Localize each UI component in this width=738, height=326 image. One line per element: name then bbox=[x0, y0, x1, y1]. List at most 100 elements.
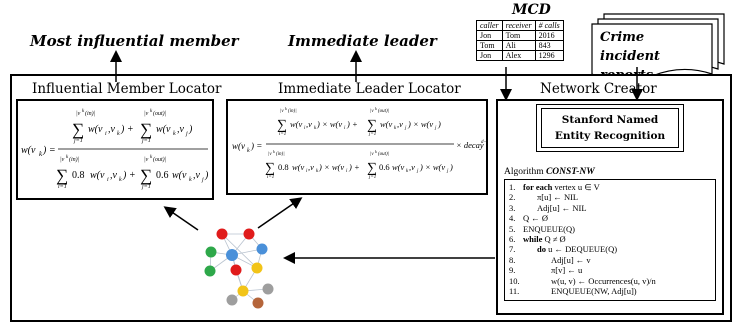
svg-text:k: k bbox=[117, 131, 120, 137]
algorithm-line-number: 7. bbox=[509, 244, 516, 255]
algorithm-line: 1. for each vertex u ∈ V bbox=[509, 182, 711, 192]
graph-node-gray bbox=[262, 283, 274, 295]
svg-text:i: i bbox=[107, 177, 109, 183]
svg-text:w(v: w(v bbox=[172, 170, 187, 181]
svg-text:,v: ,v bbox=[193, 170, 201, 181]
leader-locator-title: Immediate Leader Locator bbox=[278, 81, 461, 97]
svg-text:w(v: w(v bbox=[90, 170, 105, 181]
graph-node-blue bbox=[256, 243, 268, 255]
svg-text:(in)|: (in)| bbox=[276, 152, 285, 157]
svg-text:k: k bbox=[375, 149, 377, 154]
algorithm-title-prefix: Algorithm bbox=[504, 167, 546, 177]
svg-text:) × w(v: ) × w(v bbox=[318, 162, 344, 172]
algorithm-line-text: for each vertex u ∈ V bbox=[523, 182, 600, 192]
algorithm-title: Algorithm CONST-NW bbox=[504, 167, 595, 177]
algorithm-line: 7.do u ← DEQUEUE(Q) bbox=[509, 244, 711, 254]
svg-text:) +: ) + bbox=[122, 170, 136, 181]
svg-text:|v: |v bbox=[76, 111, 81, 117]
influential-locator-title: Influential Member Locator bbox=[32, 81, 222, 97]
algorithm-line-number: 3. bbox=[509, 202, 516, 213]
svg-text:) × w(v: ) × w(v bbox=[419, 162, 445, 172]
document-stack-icon bbox=[591, 13, 725, 80]
svg-text:k: k bbox=[173, 131, 176, 137]
algorithm-line-text: Adj[u] ← NIL bbox=[537, 202, 587, 213]
svg-text:): ) bbox=[204, 170, 209, 181]
svg-text:∑: ∑ bbox=[367, 118, 377, 133]
svg-text:j: j bbox=[185, 131, 188, 137]
svg-text:k: k bbox=[394, 126, 397, 131]
crime-reports-label: Crime incident reports bbox=[600, 30, 661, 83]
svg-text:∑: ∑ bbox=[140, 166, 152, 185]
graph-node-red bbox=[216, 228, 228, 240]
svg-text:): ) bbox=[437, 119, 441, 129]
mcd-table: caller receiver # calls Jon Tom 2016 Tom… bbox=[476, 20, 564, 61]
svg-text:∑: ∑ bbox=[72, 120, 84, 139]
graph-node-red bbox=[243, 228, 255, 240]
svg-text:(in)|: (in)| bbox=[288, 109, 297, 114]
svg-text:∑: ∑ bbox=[140, 120, 152, 139]
svg-text:w(v: w(v bbox=[392, 162, 405, 172]
svg-text:j: j bbox=[446, 169, 449, 174]
graph-node-yellow bbox=[237, 285, 249, 297]
svg-text:,v: ,v bbox=[397, 119, 403, 129]
algorithm-line-text: ENQUEUE(Q) bbox=[523, 223, 575, 234]
svg-text:i: i bbox=[344, 126, 346, 131]
graph-node-red bbox=[230, 264, 242, 276]
svg-text:∑: ∑ bbox=[277, 118, 287, 133]
algorithm-line-number: 1. bbox=[509, 182, 516, 192]
svg-text:k: k bbox=[285, 106, 287, 111]
algorithm-line-number: 10. bbox=[509, 275, 520, 286]
svg-text:,v: ,v bbox=[306, 119, 312, 129]
svg-text:k: k bbox=[150, 109, 153, 114]
algorithm-line-text: while Q ≠ Ø bbox=[523, 234, 566, 245]
algorithm-line: 4.Q ← Ø bbox=[509, 213, 711, 223]
svg-text:|v: |v bbox=[370, 109, 374, 114]
ner-box-inner bbox=[541, 108, 679, 148]
svg-text:0.6: 0.6 bbox=[156, 170, 169, 181]
algorithm-line: 11.ENQUEUE(NW, Adj[u]) bbox=[509, 286, 711, 296]
algorithm-line: 5. ENQUEUE(Q) bbox=[509, 224, 711, 234]
algorithm-line-number: 5. bbox=[509, 223, 516, 234]
algorithm-line-text: Adj[u] ← v bbox=[551, 254, 591, 265]
svg-text:j: j bbox=[434, 126, 437, 131]
graph-node-brown bbox=[252, 297, 264, 309]
svg-text:k: k bbox=[247, 148, 250, 154]
svg-text:,v: ,v bbox=[308, 162, 314, 172]
svg-text:i: i bbox=[105, 131, 107, 137]
svg-text:i: i bbox=[306, 169, 308, 174]
svg-text:j=1: j=1 bbox=[141, 184, 151, 190]
svg-text:w(v: w(v bbox=[88, 124, 103, 135]
svg-text:(out)|: (out)| bbox=[378, 109, 389, 114]
svg-text:,v: ,v bbox=[108, 124, 116, 135]
svg-text:i: i bbox=[304, 126, 306, 131]
svg-text:i: i bbox=[346, 169, 348, 174]
svg-text:(out)|: (out)| bbox=[378, 152, 389, 157]
graph-node-gray bbox=[226, 294, 238, 306]
graph-node-green bbox=[205, 246, 217, 258]
algorithm-line-number: 4. bbox=[509, 213, 516, 224]
graph-node-center bbox=[226, 249, 238, 261]
svg-text:,v: ,v bbox=[110, 170, 118, 181]
svg-text:k: k bbox=[39, 150, 43, 158]
svg-text:k: k bbox=[150, 155, 153, 160]
svg-text:,v: ,v bbox=[409, 162, 415, 172]
svg-text:k: k bbox=[273, 149, 275, 154]
ner-label: Stanford Named Entity Recognition bbox=[554, 114, 666, 142]
svg-text:j=1: j=1 bbox=[368, 175, 376, 180]
svg-text:w(v: w(v bbox=[232, 141, 245, 151]
svg-text:k: k bbox=[66, 155, 69, 160]
svg-text:k: k bbox=[82, 109, 85, 114]
algorithm-line-text: w(u, v) ← Occurrences(u, v)/n bbox=[551, 275, 656, 286]
svg-text:) =: ) = bbox=[250, 141, 262, 151]
algorithm-line: 8.Adj[u] ← v bbox=[509, 255, 711, 265]
svg-text:w(v: w(v bbox=[290, 119, 303, 129]
svg-text:) × w(v: ) × w(v bbox=[316, 119, 342, 129]
svg-text:(out)|: (out)| bbox=[153, 110, 167, 117]
svg-text:k: k bbox=[406, 169, 409, 174]
mcd-cell: 1296 bbox=[534, 50, 564, 61]
most-influential-label: Most influential member bbox=[30, 32, 239, 50]
